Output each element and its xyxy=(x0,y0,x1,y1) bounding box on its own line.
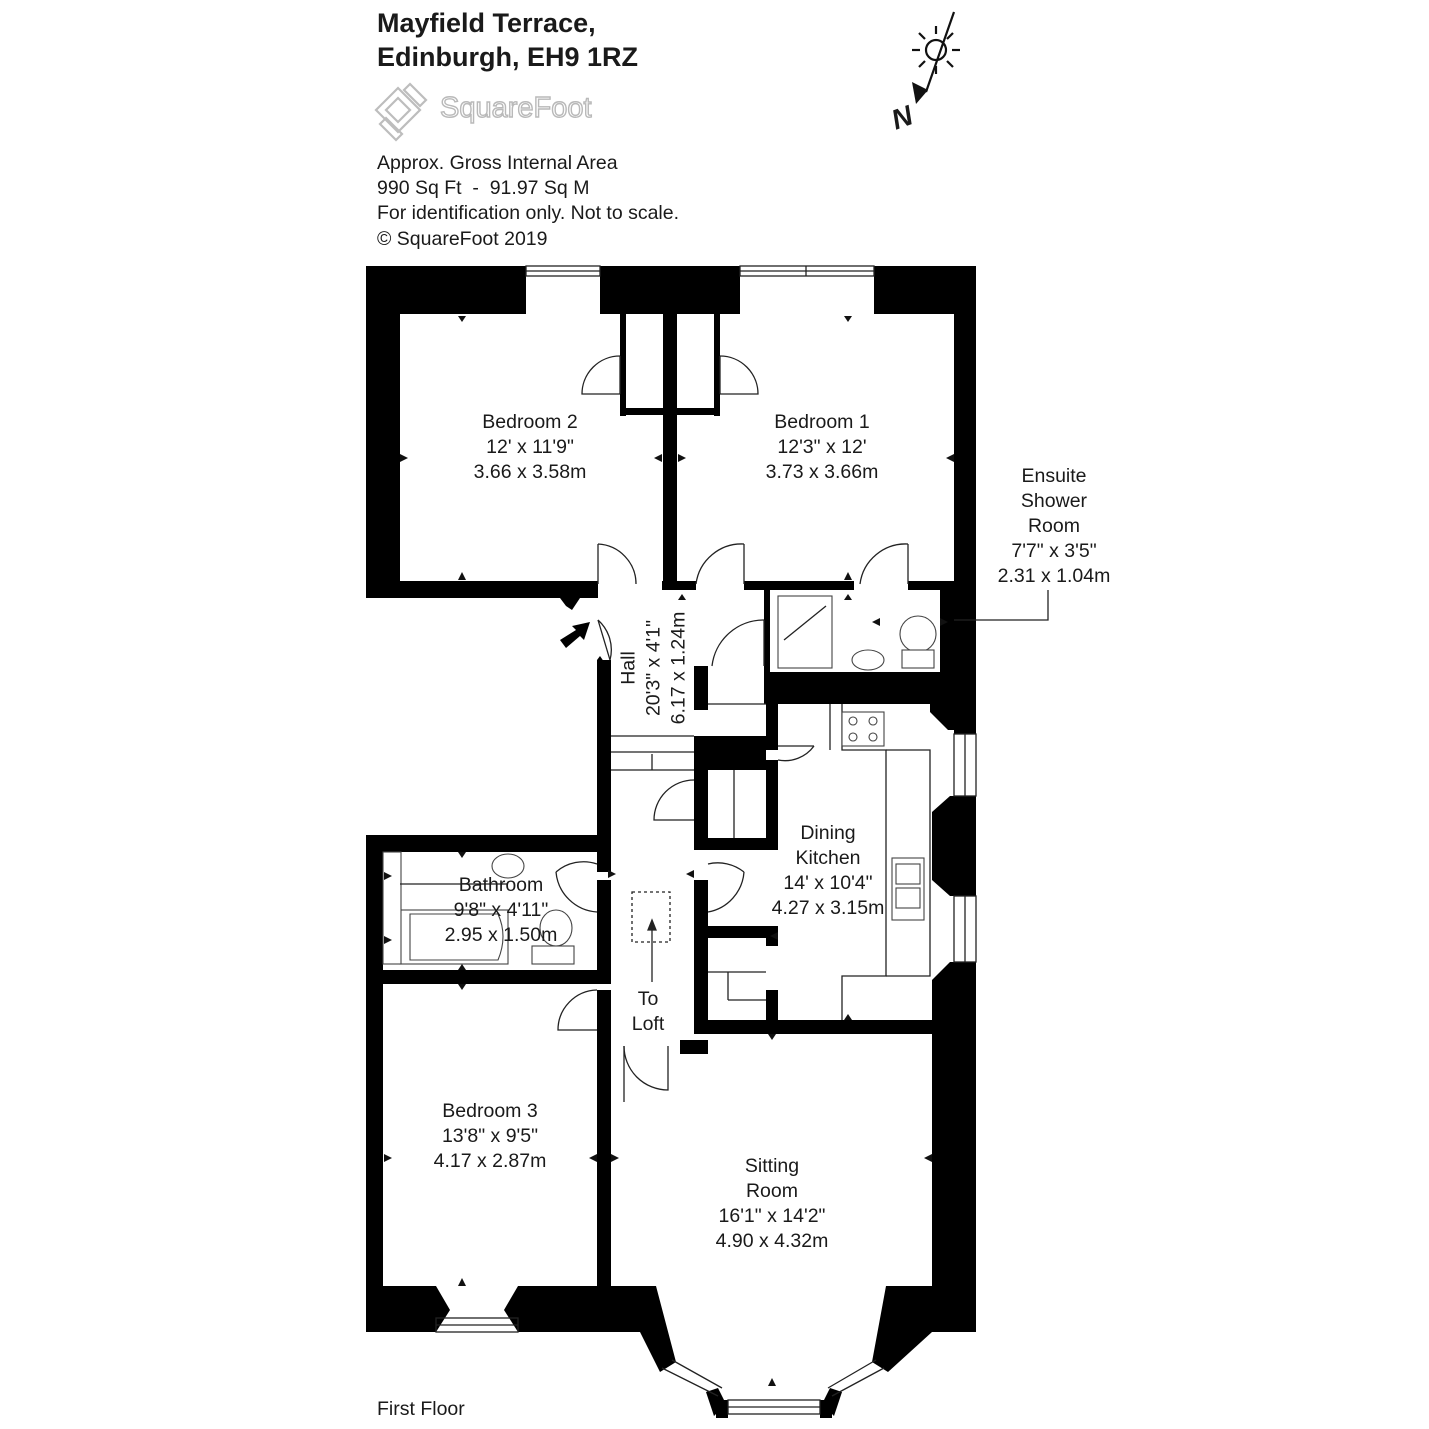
room-name: Bedroom 3 xyxy=(442,1100,538,1122)
meta-disclaimer: For identification only. Not to scale. xyxy=(377,202,680,224)
entrance-arrow-icon xyxy=(560,622,590,648)
room-bedroom-2: Bedroom 2 12' x 11'9" 3.66 x 3.58m xyxy=(474,410,587,485)
room-imperial: 9'8" x 4'11" xyxy=(453,899,549,921)
room-metric: 3.73 x 3.66m xyxy=(765,461,879,483)
room-metric: 2.95 x 1.50m xyxy=(444,924,558,946)
meta-area-value: 990 Sq Ft - 91.97 Sq M xyxy=(377,177,590,199)
doors xyxy=(555,355,909,1102)
room-metric: 4.27 x 3.15m xyxy=(771,897,885,919)
room-imperial: 12'3" x 12' xyxy=(777,436,867,458)
room-metric: 2.31 x 1.04m xyxy=(997,565,1111,587)
room-metric: 3.66 x 3.58m xyxy=(473,461,587,483)
brand-logo-text: SquareFoot xyxy=(439,91,592,124)
room-name: Room xyxy=(1027,515,1081,537)
label-to-loft: To Loft xyxy=(632,987,665,1037)
meta-copyright: © SquareFoot 2019 xyxy=(377,228,548,250)
room-metric: 4.90 x 4.32m xyxy=(715,1230,829,1252)
room-name: Dining xyxy=(800,822,856,844)
room-imperial: 16'1" x 14'2" xyxy=(718,1205,826,1227)
room-name: Sitting xyxy=(744,1155,800,1177)
address-line-2: Edinburgh, EH9 1RZ xyxy=(377,42,639,72)
windows xyxy=(435,265,977,1415)
room-name: Shower xyxy=(1020,490,1088,512)
room-metric: 6.17 x 1.24m xyxy=(667,611,690,725)
room-bedroom-1: Bedroom 1 12'3" x 12' 3.73 x 3.66m xyxy=(766,410,879,485)
room-bathroom: Bathroom 9'8" x 4'11" 2.95 x 1.50m xyxy=(445,873,558,948)
dimension-markers xyxy=(384,316,954,1386)
address-line-1: Mayfield Terrace, xyxy=(377,8,596,38)
room-sitting-room: Sitting Room 16'1" x 14'2" 4.90 x 4.32m xyxy=(716,1154,829,1254)
room-imperial: 14' x 10'4" xyxy=(783,872,873,894)
room-bedroom-3: Bedroom 3 13'8" x 9'5" 4.17 x 2.87m xyxy=(434,1099,547,1174)
room-imperial: 7'7" x 3'5" xyxy=(1011,540,1097,562)
room-name: Bedroom 1 xyxy=(774,411,870,433)
loft-label-line2: Loft xyxy=(631,1013,665,1035)
room-ensuite-shower: Ensuite Shower Room 7'7" x 3'5" 2.31 x 1… xyxy=(998,464,1111,589)
loft-label-line1: To xyxy=(637,988,659,1010)
room-imperial: 13'8" x 9'5" xyxy=(441,1125,539,1147)
room-name: Kitchen xyxy=(795,847,861,869)
walls xyxy=(366,266,976,1418)
fixtures xyxy=(382,590,1049,1020)
compass-sun-icon xyxy=(912,11,960,104)
squarefoot-logo-icon xyxy=(374,82,428,142)
room-dining-kitchen: Dining Kitchen 14' x 10'4" 4.27 x 3.15m xyxy=(772,821,885,921)
room-name: Room xyxy=(745,1180,799,1202)
meta-area-label: Approx. Gross Internal Area xyxy=(377,152,618,174)
room-hall: Hall 20'3" x 4'1" 6.17 x 1.24m xyxy=(617,612,692,725)
room-name: Ensuite xyxy=(1021,465,1087,487)
room-name: Bedroom 2 xyxy=(482,411,578,433)
room-metric: 4.17 x 2.87m xyxy=(433,1150,547,1172)
room-name: Hall xyxy=(617,651,640,685)
floor-label: First Floor xyxy=(377,1398,465,1420)
room-imperial: 20'3" x 4'1" xyxy=(642,619,665,717)
room-name: Bathroom xyxy=(458,874,544,896)
room-imperial: 12' x 11'9" xyxy=(486,436,574,458)
